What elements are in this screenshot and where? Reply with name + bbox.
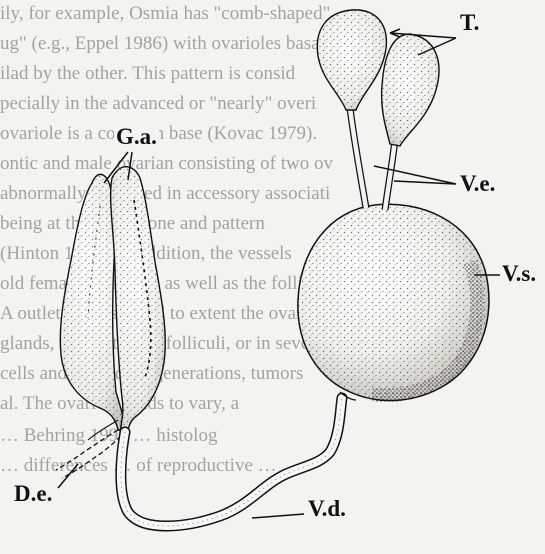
leader-line-vas-deferens	[252, 514, 304, 518]
accessory-glands	[60, 167, 165, 440]
label-vasa-efferentia: V.e.	[458, 172, 497, 196]
testes	[317, 10, 439, 146]
label-testes: T.	[458, 11, 481, 35]
seminal-vesicle	[298, 204, 489, 400]
label-ejaculatory-duct: D.e.	[12, 482, 54, 506]
label-vas-deferens: V.d.	[306, 497, 348, 521]
label-accessory-glands: G.a.	[114, 125, 159, 149]
label-seminal-vesicle: V.s.	[500, 262, 538, 286]
